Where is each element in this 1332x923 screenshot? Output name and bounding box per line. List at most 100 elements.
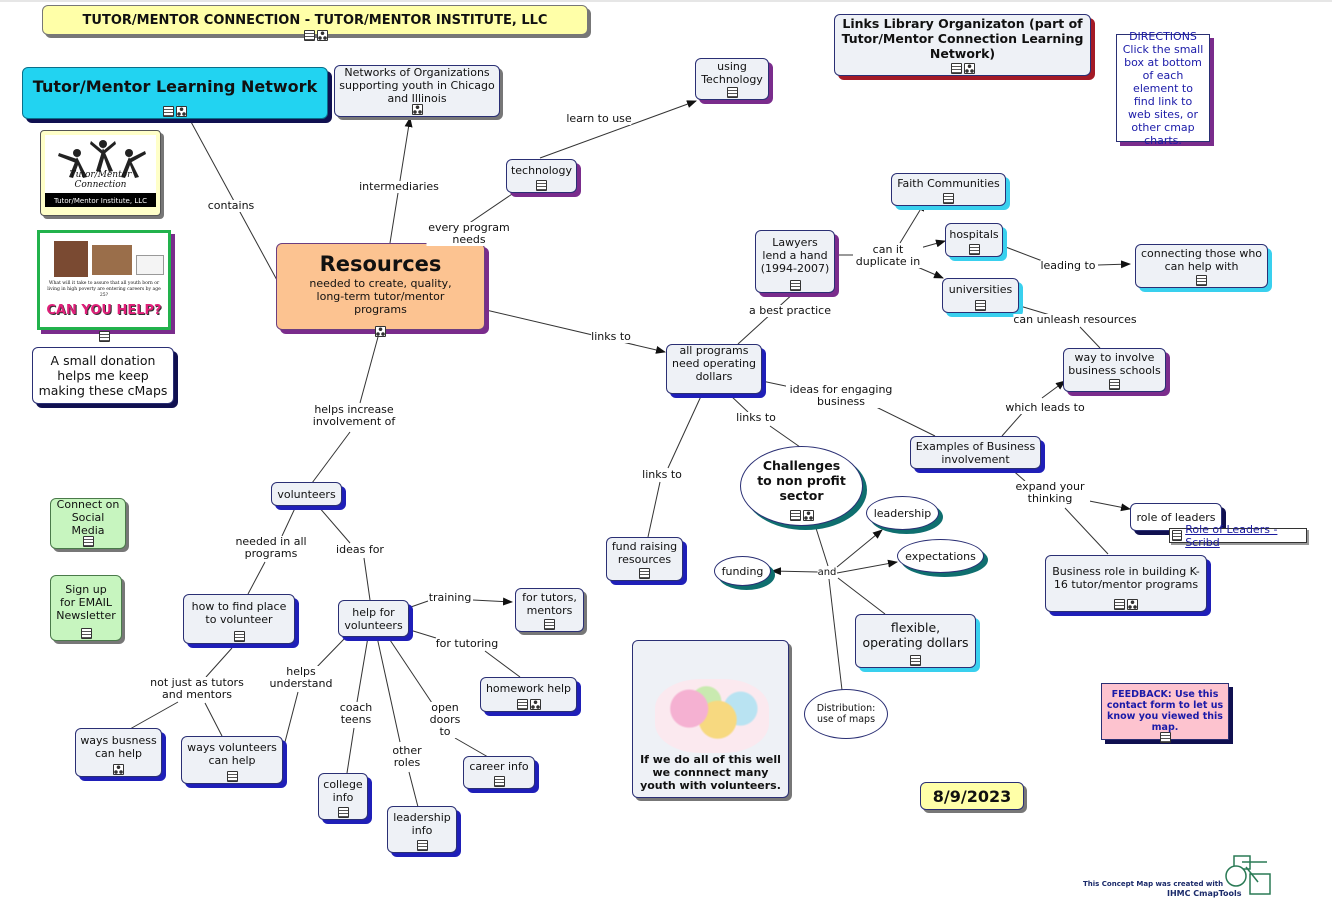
node-business-schools[interactable]: way to involve business schools bbox=[1063, 348, 1166, 392]
resource-icon[interactable] bbox=[337, 807, 349, 818]
cmap-icon[interactable] bbox=[963, 63, 975, 74]
cmap-icon[interactable] bbox=[317, 30, 328, 41]
node-subtitle: needed to create, quality, long-term tut… bbox=[309, 277, 452, 316]
logo-line-2: Connection bbox=[74, 180, 127, 190]
cmap-icon[interactable] bbox=[113, 764, 124, 775]
link-label: needed in all programs bbox=[231, 536, 311, 560]
link-line bbox=[284, 691, 299, 743]
resource-icon[interactable] bbox=[789, 280, 801, 291]
resource-icon[interactable] bbox=[544, 619, 555, 630]
resource-icon[interactable] bbox=[233, 631, 245, 642]
node-label: career info bbox=[469, 760, 529, 773]
node-fund-raising[interactable]: fund raising resources bbox=[606, 537, 683, 581]
link-label: contains bbox=[207, 199, 255, 212]
resource-icon[interactable] bbox=[82, 536, 94, 547]
can-you-help-poster[interactable]: What will it take to assure that all you… bbox=[37, 230, 171, 330]
node-expectations[interactable]: expectations bbox=[897, 539, 984, 573]
link-line bbox=[485, 309, 666, 354]
resource-icon[interactable] bbox=[416, 840, 428, 851]
node-hospitals[interactable]: hospitals bbox=[945, 223, 1003, 257]
faces-illustration bbox=[655, 679, 769, 753]
node-business-role[interactable]: Business role in building K-16 tutor/men… bbox=[1045, 555, 1207, 612]
node-homework-help[interactable]: homework help bbox=[480, 677, 577, 712]
node-links-library[interactable]: Links Library Organizaton (part of Tutor… bbox=[834, 14, 1091, 76]
node-lawyers[interactable]: Lawyers lend a hand (1994-2007) bbox=[755, 230, 835, 293]
node-ways-business[interactable]: ways busness can help bbox=[75, 728, 162, 777]
resource-icon[interactable] bbox=[304, 30, 315, 41]
cmap-icon[interactable] bbox=[176, 106, 187, 117]
resource-icon[interactable] bbox=[1114, 599, 1125, 610]
link-line bbox=[363, 557, 371, 601]
cmap-icon[interactable] bbox=[529, 699, 541, 710]
resource-icon[interactable] bbox=[910, 655, 921, 666]
resource-icon[interactable] bbox=[516, 699, 528, 710]
resource-icon[interactable] bbox=[536, 180, 547, 191]
link-line bbox=[389, 117, 413, 244]
link-label: not just as tutors and mentors bbox=[143, 677, 251, 701]
resource-icon[interactable] bbox=[975, 300, 986, 311]
node-if-we-do[interactable]: If we do all of this well we connnect ma… bbox=[632, 640, 789, 798]
role-leaders-link[interactable]: Role of Leaders - Scribd bbox=[1169, 523, 1307, 549]
poster-logo bbox=[136, 255, 164, 275]
node-college-info[interactable]: college info bbox=[318, 773, 368, 820]
node-label: Connect on Social Media bbox=[56, 498, 120, 537]
link-text: Role of Leaders - Scribd bbox=[1185, 522, 1278, 549]
node-label: ways busness can help bbox=[80, 733, 157, 760]
resource-icon[interactable] bbox=[726, 87, 738, 98]
node-label: college info bbox=[323, 777, 363, 804]
node-resources[interactable]: Resources needed to create, quality, lon… bbox=[276, 243, 485, 330]
node-how-to-find[interactable]: how to find place to volunteer bbox=[183, 594, 295, 644]
cmaptools-logo-icon[interactable] bbox=[1222, 852, 1272, 898]
node-networks-orgs[interactable]: Networks of Organizations supporting you… bbox=[334, 65, 500, 117]
node-donation[interactable]: A small donation helps me keep making th… bbox=[32, 347, 174, 404]
node-challenges[interactable]: Challenges to non profit sector bbox=[740, 446, 863, 526]
node-label: funding bbox=[721, 564, 764, 578]
cmap-icon[interactable] bbox=[802, 510, 814, 521]
node-volunteers[interactable]: volunteers bbox=[271, 482, 342, 506]
cmap-icon[interactable] bbox=[411, 104, 423, 115]
resource-icon[interactable] bbox=[226, 771, 238, 782]
node-label: leadership bbox=[873, 506, 932, 520]
resource-icon[interactable] bbox=[80, 628, 92, 639]
node-universities[interactable]: universities bbox=[942, 278, 1019, 313]
node-leadership[interactable]: leadership bbox=[866, 496, 939, 530]
node-leadership-info[interactable]: leadership info bbox=[387, 806, 457, 853]
resource-icon[interactable] bbox=[1196, 275, 1207, 286]
cmap-icon[interactable] bbox=[1127, 599, 1138, 610]
resource-icon[interactable] bbox=[968, 244, 980, 255]
node-learning-network[interactable]: Tutor/Mentor Learning Network bbox=[22, 67, 328, 119]
resource-icon[interactable] bbox=[98, 331, 110, 342]
resource-icon[interactable] bbox=[1159, 732, 1171, 743]
resource-icon[interactable] bbox=[493, 776, 505, 787]
resource-icon[interactable] bbox=[639, 568, 650, 579]
header-title[interactable]: TUTOR/MENTOR CONNECTION - TUTOR/MENTOR I… bbox=[42, 5, 588, 35]
cmap-icon[interactable] bbox=[374, 326, 386, 337]
node-role-leaders[interactable]: role of leaders bbox=[1130, 503, 1222, 531]
resource-icon[interactable] bbox=[789, 510, 801, 521]
node-ways-volunteers[interactable]: ways volunteers can help bbox=[181, 736, 283, 784]
footer-tool: IHMC CmapTools bbox=[1167, 889, 1242, 898]
node-email-newsletter[interactable]: Sign up for EMAIL Newsletter bbox=[50, 575, 122, 641]
node-tutors-mentors[interactable]: for tutors, mentors bbox=[515, 588, 584, 632]
resource-icon[interactable] bbox=[163, 106, 174, 117]
node-faith[interactable]: Faith Communities bbox=[891, 173, 1006, 206]
node-operating-dollars[interactable]: all programs need operating dollars bbox=[666, 344, 762, 394]
node-flexible[interactable]: flexible, operating dollars bbox=[855, 614, 976, 668]
node-using-technology[interactable]: using Technology bbox=[695, 58, 769, 100]
node-social-media[interactable]: Connect on Social Media bbox=[50, 498, 126, 549]
resource-icon[interactable] bbox=[943, 193, 954, 204]
node-help-volunteers[interactable]: help for volunteers bbox=[338, 600, 409, 637]
resource-icon[interactable] bbox=[1109, 379, 1120, 390]
link-label: training bbox=[428, 591, 472, 604]
node-label: connecting those who can help with bbox=[1140, 247, 1263, 273]
node-label: A small donation helps me keep making th… bbox=[38, 353, 168, 398]
node-examples-business[interactable]: Examples of Business involvement bbox=[910, 436, 1041, 469]
node-career-info[interactable]: career info bbox=[463, 756, 535, 789]
node-distribution[interactable]: Distribution: use of maps bbox=[804, 689, 888, 739]
node-connecting[interactable]: connecting those who can help with bbox=[1135, 244, 1268, 288]
resource-icon[interactable] bbox=[950, 63, 962, 74]
node-funding[interactable]: funding bbox=[714, 556, 771, 586]
tutor-mentor-logo[interactable]: Tutor/Mentor Connection Tutor/Mentor Ins… bbox=[40, 130, 161, 216]
node-technology[interactable]: technology bbox=[506, 159, 577, 193]
